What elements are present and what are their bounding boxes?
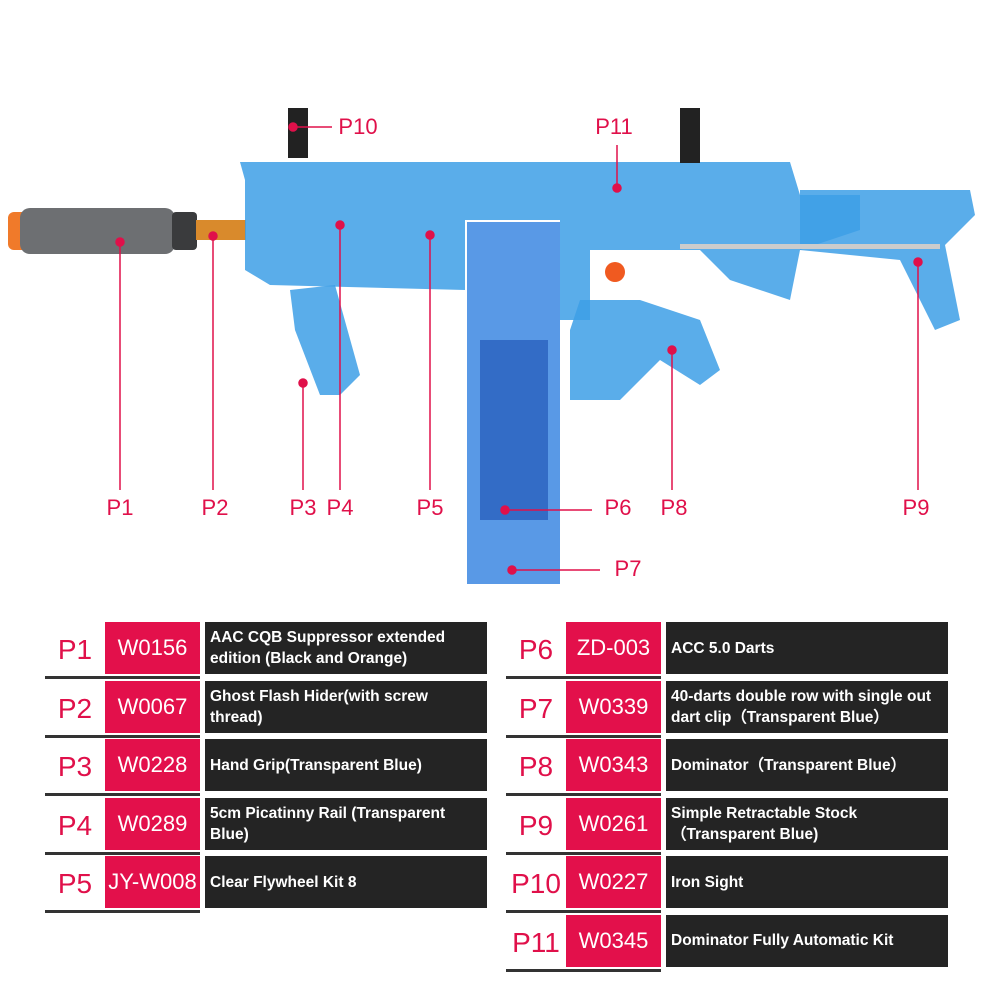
part-description: Dominator Fully Automatic Kit — [666, 914, 948, 967]
callout-p5: P5 — [416, 495, 444, 520]
part-code: W0289 — [105, 797, 200, 850]
row-divider — [45, 793, 200, 796]
callout-p3: P3 — [289, 495, 317, 520]
part-label: P1 — [57, 634, 93, 665]
part-label: P11 — [512, 926, 560, 958]
row-divider — [506, 910, 661, 913]
part-label: P5 — [57, 868, 93, 899]
blaster-body — [240, 162, 975, 400]
callout-p7: P7 — [614, 556, 642, 581]
part-description: ACC 5.0 Darts — [666, 622, 948, 674]
part-description: Ghost Flash Hider(with screw thread) — [205, 680, 487, 733]
part-code: W0227 — [566, 856, 661, 908]
part-label: P3 — [57, 751, 93, 782]
blaster-illustration — [8, 108, 975, 584]
part-label: P6 — [518, 634, 554, 665]
callout-p8: P8 — [660, 495, 688, 520]
part-label: P8 — [518, 751, 554, 782]
row-divider — [506, 793, 661, 796]
row-divider — [506, 734, 661, 738]
part-code: W0067 — [105, 680, 200, 733]
part-description: 5cm Picatinny Rail (Transparent Blue) — [205, 797, 487, 850]
callout-p10: P10 — [338, 114, 378, 139]
part-label: P10 — [511, 868, 561, 899]
row-divider — [45, 676, 200, 679]
part-code: W0343 — [566, 739, 661, 791]
part-label: P7 — [518, 692, 554, 724]
part-description: 40-darts double row with single out dart… — [666, 680, 948, 733]
part-code: W0345 — [566, 914, 661, 967]
part-code: ZD-003 — [566, 622, 661, 674]
part-description: Clear Flywheel Kit 8 — [205, 856, 487, 908]
part-code: W0261 — [566, 797, 661, 850]
part-description: Dominator（Transparent Blue） — [666, 739, 948, 791]
callout-p9: P9 — [902, 495, 930, 520]
flash-hider — [196, 220, 246, 240]
callout-p2: P2 — [201, 495, 229, 520]
row-divider — [45, 734, 200, 738]
suppressor — [8, 208, 197, 254]
part-description: Iron Sight — [666, 856, 948, 908]
part-description: AAC CQB Suppressor extended edition (Bla… — [205, 622, 487, 674]
part-code: W0156 — [105, 622, 200, 674]
part-description: Simple Retractable Stock（Transparent Blu… — [666, 797, 948, 850]
row-divider — [45, 851, 200, 855]
row-divider — [506, 851, 661, 855]
part-code: W0339 — [566, 680, 661, 733]
callout-p6: P6 — [604, 495, 632, 520]
part-code: W0228 — [105, 739, 200, 791]
row-divider — [506, 676, 661, 679]
part-label: P2 — [57, 692, 93, 724]
row-divider — [45, 910, 200, 913]
callout-p11: P11 — [595, 114, 633, 139]
callout-p1: P1 — [106, 495, 134, 520]
row-divider — [506, 968, 661, 972]
part-label: P9 — [518, 809, 554, 841]
callout-p4: P4 — [326, 495, 354, 520]
part-label: P4 — [57, 809, 93, 841]
part-code: JY-W008 — [105, 856, 200, 908]
part-description: Hand Grip(Transparent Blue) — [205, 739, 487, 791]
iron-sights — [288, 108, 700, 163]
callout-lines — [115, 122, 923, 575]
